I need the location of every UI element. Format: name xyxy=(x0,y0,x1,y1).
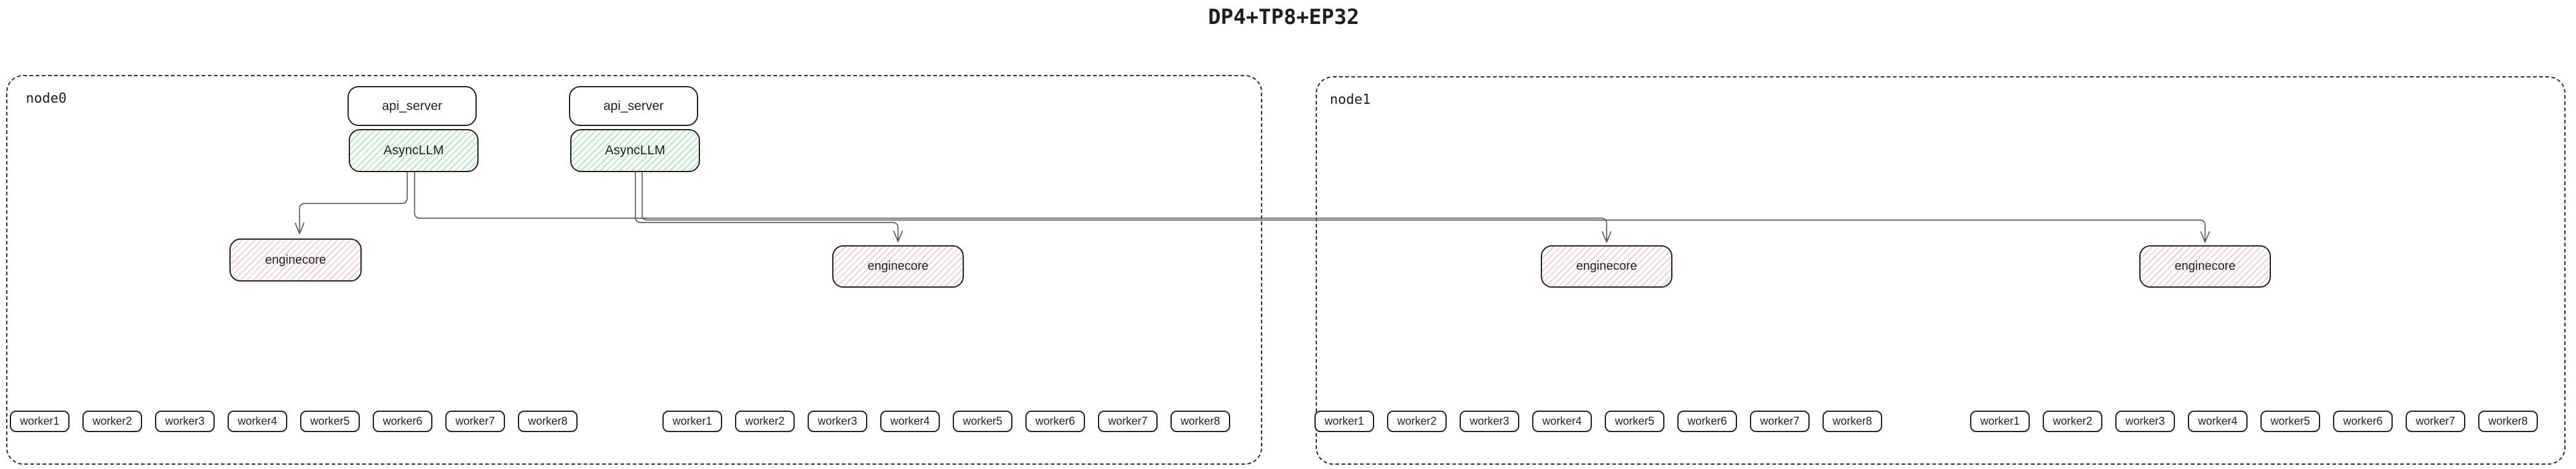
worker-box: worker7 xyxy=(445,411,505,432)
node1-container xyxy=(1316,76,2566,465)
worker-box: worker5 xyxy=(300,411,360,432)
worker-box: worker4 xyxy=(2188,411,2248,432)
node0-label: node0 xyxy=(26,91,67,106)
worker-box: worker5 xyxy=(2260,411,2320,432)
worker-box: worker2 xyxy=(735,411,795,432)
worker-box: worker3 xyxy=(155,411,215,432)
enginecore-2-box: enginecore xyxy=(832,245,964,288)
worker-box: worker3 xyxy=(2115,411,2175,432)
worker-box: worker2 xyxy=(1387,411,1447,432)
worker-box: worker1 xyxy=(10,411,70,432)
asyncllm-2-box: AsyncLLM xyxy=(570,129,700,172)
worker-box: worker2 xyxy=(2043,411,2102,432)
worker-box: worker8 xyxy=(2478,411,2538,432)
worker-box: worker8 xyxy=(1171,411,1230,432)
worker-group-node0-b: worker1 worker2 worker3 worker4 worker5 worke… xyxy=(662,411,1230,432)
enginecore-4-box: enginecore xyxy=(2139,245,2271,288)
worker-group-node0-a: worker1 worker2 worker3 worker4 worker5 worke… xyxy=(10,411,578,432)
worker-box: worker3 xyxy=(808,411,867,432)
node0-container xyxy=(6,75,1262,465)
enginecore-1-box: enginecore xyxy=(229,238,362,282)
worker-box: worker8 xyxy=(1823,411,1882,432)
worker-box: worker8 xyxy=(518,411,578,432)
asyncllm-1-box: AsyncLLM xyxy=(349,129,479,172)
worker-box: worker1 xyxy=(662,411,722,432)
worker-box: worker5 xyxy=(953,411,1012,432)
worker-box: worker7 xyxy=(2406,411,2465,432)
worker-box: worker3 xyxy=(1460,411,1519,432)
worker-box: worker5 xyxy=(1605,411,1664,432)
worker-box: worker7 xyxy=(1098,411,1158,432)
worker-box: worker6 xyxy=(1677,411,1737,432)
api-server-1-box: api_server xyxy=(348,86,477,126)
worker-box: worker6 xyxy=(1025,411,1085,432)
worker-box: worker6 xyxy=(2333,411,2393,432)
worker-group-node1-a: worker1 worker2 worker3 worker4 worker5 worke… xyxy=(1314,411,1882,432)
worker-group-node1-b: worker1 worker2 worker3 worker4 worker5 worke… xyxy=(1970,411,2538,432)
node1-label: node1 xyxy=(1330,92,1371,108)
api-server-2-box: api_server xyxy=(569,86,698,126)
diagram-title: DP4+TP8+EP32 xyxy=(1208,5,1359,30)
worker-box: worker6 xyxy=(373,411,432,432)
worker-box: worker4 xyxy=(880,411,940,432)
worker-box: worker1 xyxy=(1970,411,2030,432)
worker-box: worker7 xyxy=(1750,411,1810,432)
enginecore-3-box: enginecore xyxy=(1541,245,1672,288)
worker-box: worker1 xyxy=(1314,411,1374,432)
worker-box: worker4 xyxy=(1532,411,1592,432)
worker-box: worker2 xyxy=(82,411,142,432)
worker-box: worker4 xyxy=(228,411,287,432)
